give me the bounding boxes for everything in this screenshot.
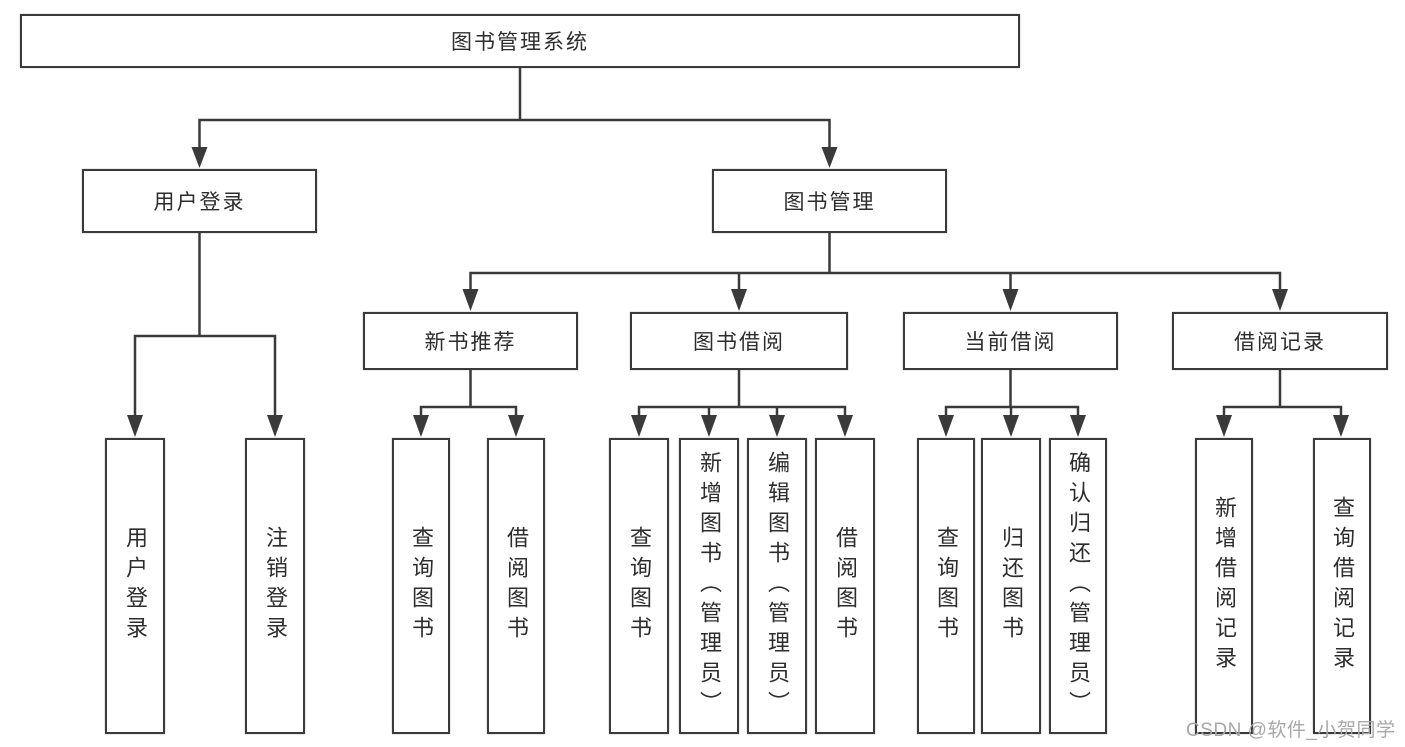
leaf-borrow-query-books-label: 查询图书 — [627, 526, 652, 646]
connector-borrow-records — [1216, 370, 1349, 437]
leaf-newbooks-query-books: 查询图书 — [392, 438, 450, 734]
leaf-current-confirm-return-admin-label: 确认归还（管理员） — [1066, 451, 1091, 721]
leaf-current-confirm-return-admin: 确认归还（管理员） — [1049, 438, 1107, 734]
node-user-login-label: 用户登录 — [153, 191, 246, 214]
leaf-records-add-record-label: 新增借阅记录 — [1212, 496, 1237, 676]
node-root-label: 图书管理系统 — [451, 31, 589, 54]
leaf-borrow-edit-books-admin-label: 编辑图书（管理员） — [765, 451, 790, 721]
leaf-newbooks-borrow-books: 借阅图书 — [487, 438, 545, 734]
leaf-borrow-query-books: 查询图书 — [609, 438, 669, 734]
leaf-current-query-books: 查询图书 — [917, 438, 975, 734]
leaf-borrow-borrow-books-label: 借阅图书 — [833, 526, 858, 646]
leaf-records-query-record: 查询借阅记录 — [1313, 438, 1371, 734]
leaf-current-return-books: 归还图书 — [981, 438, 1041, 734]
node-user-login: 用户登录 — [82, 169, 317, 233]
node-root: 图书管理系统 — [20, 14, 1020, 68]
leaf-borrow-add-books-admin: 新增图书（管理员） — [679, 438, 739, 734]
leaf-newbooks-borrow-books-label: 借阅图书 — [504, 526, 529, 646]
connector-book-borrow — [631, 370, 853, 437]
node-current-borrow: 当前借阅 — [903, 312, 1118, 370]
leaf-records-add-record: 新增借阅记录 — [1195, 438, 1253, 734]
node-new-book-recommend: 新书推荐 — [363, 312, 578, 370]
leaf-user-login-label: 用户登录 — [123, 526, 148, 646]
leaf-user-login: 用户登录 — [105, 438, 165, 734]
node-borrow-records: 借阅记录 — [1172, 312, 1388, 370]
connector-current-borrow — [938, 370, 1086, 437]
node-book-management-label: 图书管理 — [783, 191, 876, 214]
node-book-management: 图书管理 — [712, 169, 947, 233]
leaf-logout-label: 注销登录 — [263, 526, 288, 646]
leaf-newbooks-query-books-label: 查询图书 — [409, 526, 434, 646]
connector-root — [191, 68, 838, 168]
leaf-borrow-add-books-admin-label: 新增图书（管理员） — [697, 451, 722, 721]
node-book-borrow: 图书借阅 — [630, 312, 848, 370]
leaf-logout: 注销登录 — [245, 438, 305, 734]
node-new-book-recommend-label: 新书推荐 — [424, 331, 517, 354]
node-current-borrow-label: 当前借阅 — [964, 331, 1057, 354]
watermark-text: CSDN @软件_小贺同学 — [1186, 720, 1396, 741]
connector-user-login — [127, 233, 283, 437]
connector-new-book-recommend — [413, 370, 524, 437]
leaf-current-query-books-label: 查询图书 — [934, 526, 959, 646]
node-book-borrow-label: 图书借阅 — [693, 331, 785, 354]
connector-book-management — [462, 233, 1288, 311]
leaf-borrow-edit-books-admin: 编辑图书（管理员） — [747, 438, 807, 734]
leaf-current-return-books-label: 归还图书 — [999, 526, 1024, 646]
node-borrow-records-label: 借阅记录 — [1234, 331, 1326, 354]
leaf-records-query-record-label: 查询借阅记录 — [1330, 496, 1355, 676]
leaf-borrow-borrow-books: 借阅图书 — [815, 438, 875, 734]
